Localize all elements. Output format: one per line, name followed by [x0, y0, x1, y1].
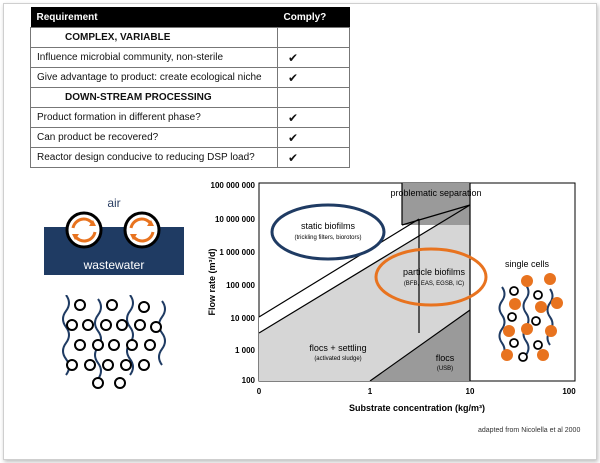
- section-label: COMPLEX, VARIABLE: [30, 27, 278, 48]
- source-note: adapted from Nicolella et al 2000: [478, 427, 581, 434]
- checkmark-icon: ✔: [277, 47, 350, 68]
- region-label: flocs: [436, 353, 455, 363]
- rotating-disc-icon: [123, 211, 161, 249]
- rotating-disc-reactor: air wastewater: [44, 190, 184, 290]
- table-row: Can product be recovered? ✔: [30, 127, 350, 148]
- region-label: static biofilms: [301, 221, 356, 231]
- y-tick-label: 10 000 000: [215, 215, 256, 224]
- region-label: single cells: [505, 259, 550, 269]
- y-tick-label: 10 000: [231, 314, 256, 323]
- checkmark-icon: ✔: [277, 127, 350, 148]
- requirements-table: Requirement Comply? COMPLEX, VARIABLE In…: [30, 7, 350, 168]
- y-tick-label: 1 000: [235, 346, 256, 355]
- region-label: problematic separation: [390, 188, 481, 198]
- region-sublabel: (trickling filters, biorotors): [294, 235, 361, 241]
- checkmark-icon: ✔: [277, 67, 350, 88]
- x-tick-label: 0: [257, 387, 262, 396]
- table-row: Give advantage to product: create ecolog…: [30, 67, 350, 88]
- requirement-cell: Can product be recovered?: [30, 127, 278, 148]
- rotating-disc-icon: [65, 211, 103, 249]
- x-tick-label: 1: [368, 387, 373, 396]
- requirement-cell: Product formation in different phase?: [30, 107, 278, 128]
- requirement-cell: Influence microbial community, non-steri…: [30, 47, 278, 68]
- table-row: Reactor design conducive to reducing DSP…: [30, 147, 350, 168]
- y-axis-title: Flow rate (m³/d): [207, 248, 217, 315]
- checkmark-icon: ✔: [277, 147, 350, 168]
- requirement-header: Requirement: [30, 7, 278, 28]
- static-biofilm-wedge: [259, 230, 400, 333]
- comply-cell: [277, 27, 350, 48]
- y-tick-label: 1 000 000: [219, 248, 255, 257]
- comply-header: Comply?: [277, 7, 350, 28]
- region-sublabel: (BFB, EAS, EGSB, IC): [404, 281, 464, 287]
- particle-biofilm-ellipse: [374, 247, 488, 307]
- y-tick-label: 100 000: [226, 281, 255, 290]
- y-tick-label: 100: [242, 376, 256, 385]
- table-row: Product formation in different phase? ✔: [30, 107, 350, 128]
- region-label: flocs + settling: [309, 343, 366, 353]
- requirement-cell: Reactor design conducive to reducing DSP…: [30, 147, 278, 168]
- requirement-cell: Give advantage to product: create ecolog…: [30, 67, 278, 88]
- checkmark-icon: ✔: [277, 107, 350, 128]
- region-sublabel: (activated sludge): [314, 356, 361, 362]
- region-sublabel: (USB): [437, 366, 453, 372]
- x-tick-label: 100: [562, 387, 576, 396]
- wastewater-label: wastewater: [83, 258, 145, 272]
- biofilm-regime-chart: problematic separation static biofilms (…: [207, 181, 576, 413]
- section-label: DOWN-STREAM PROCESSING: [30, 87, 278, 108]
- table-header-row: Requirement Comply?: [30, 7, 350, 28]
- single-cells-icon: [498, 273, 563, 362]
- table-row: Influence microbial community, non-steri…: [30, 47, 350, 68]
- static-biofilm-ellipse: [270, 203, 386, 261]
- table-row: DOWN-STREAM PROCESSING: [30, 87, 350, 108]
- x-tick-label: 10: [466, 387, 475, 396]
- x-axis-title: Substrate concentration (kg/m³): [349, 403, 485, 413]
- comply-cell: [277, 87, 350, 108]
- air-label: air: [107, 196, 121, 210]
- table-row: COMPLEX, VARIABLE: [30, 27, 350, 48]
- y-tick-label: 100 000 000: [211, 181, 256, 190]
- problematic-separation-region: [402, 183, 470, 225]
- region-label: particle biofilms: [403, 267, 466, 277]
- floc-cluster-icon: [62, 295, 166, 389]
